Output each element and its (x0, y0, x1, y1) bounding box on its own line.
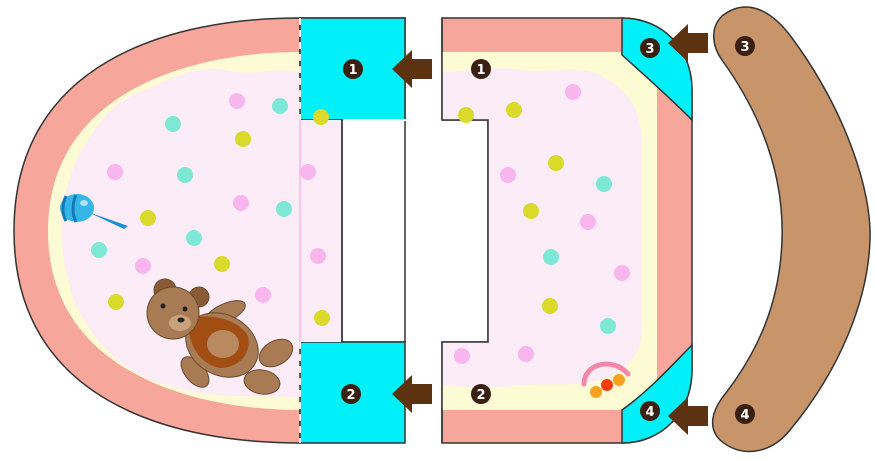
svg-text:1: 1 (476, 63, 485, 78)
left-piece (14, 18, 342, 443)
left-tabs (300, 18, 406, 443)
svg-text:4: 4 (740, 408, 749, 423)
badge-strap-top: 3 (735, 36, 755, 56)
badge-right-piece-top: 1 (471, 59, 491, 79)
strap (713, 7, 871, 451)
strap-shape (713, 7, 871, 451)
badge-strap-bottom: 4 (735, 404, 755, 424)
svg-text:1: 1 (348, 63, 357, 78)
badge-left-tab-bottom: 2 (341, 384, 361, 404)
svg-text:4: 4 (645, 405, 654, 420)
badge-right-piece-bottom: 2 (471, 384, 491, 404)
badge-right-corner-bottom: 4 (640, 401, 660, 421)
svg-text:2: 2 (476, 388, 485, 403)
left-notch (342, 120, 405, 342)
svg-text:3: 3 (645, 42, 654, 57)
svg-text:3: 3 (740, 40, 749, 55)
badge-right-corner-top: 3 (640, 38, 660, 58)
svg-text:2: 2 (346, 388, 355, 403)
badge-left-tab-top: 1 (343, 59, 363, 79)
